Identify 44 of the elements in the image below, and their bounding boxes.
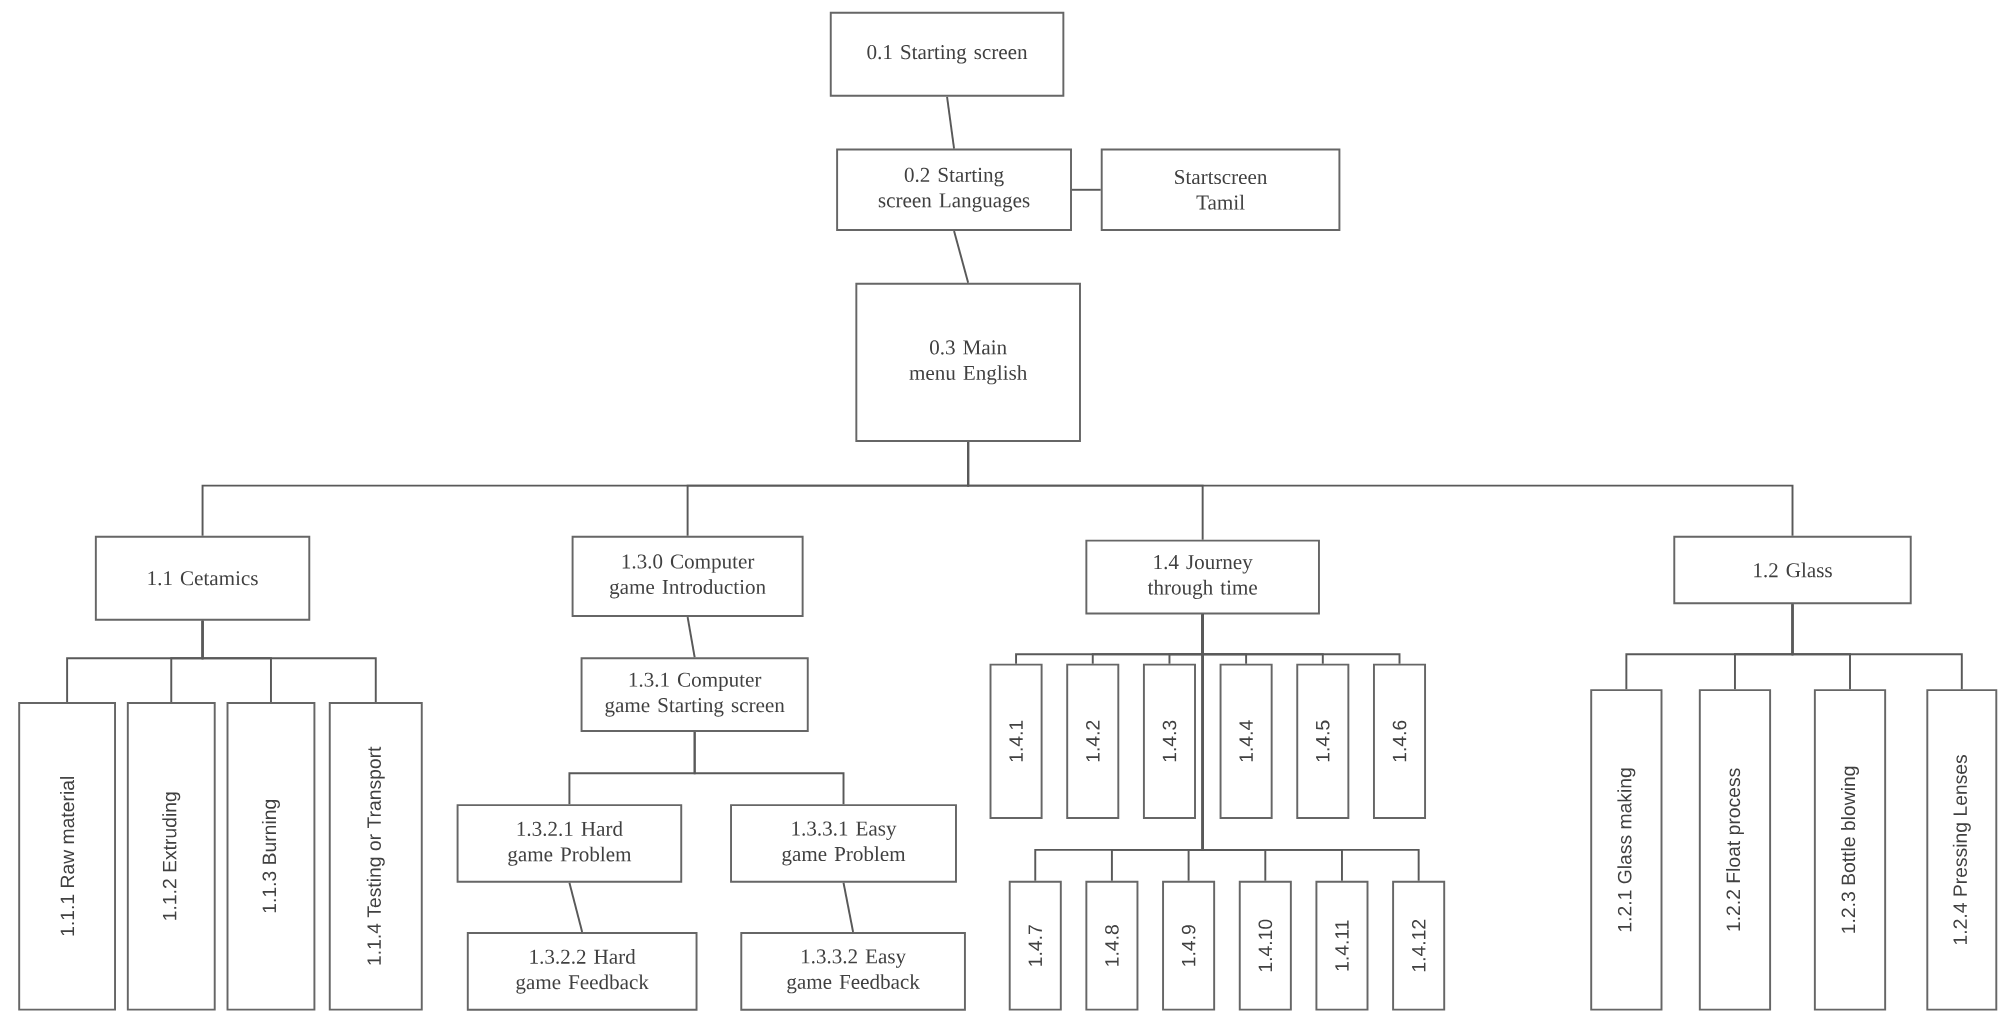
screen-box: 1.3.1 Computer game Starting screen	[580, 657, 809, 733]
screen-box: 1.3.0 Computer game Introduction	[571, 535, 804, 617]
screen-box: 0.1 Starting screen	[829, 11, 1065, 97]
screen-box: Startscreen Tamil	[1100, 148, 1341, 231]
connector-line	[967, 440, 1794, 537]
page-box: 1.4.8	[1085, 880, 1139, 1011]
connector-line	[1791, 603, 1963, 691]
page-box: 1.4.3	[1142, 663, 1196, 819]
screen-box: 1.4 Journey through time	[1085, 539, 1320, 615]
connector-line	[953, 230, 970, 284]
screen-box: 1.3.2.1 Hard game Problem	[456, 804, 683, 883]
page-box: 1.4.7	[1008, 880, 1062, 1011]
connector-line	[693, 731, 845, 806]
screen-box: 0.3 Main menu English	[855, 282, 1081, 442]
page-box: 1.2.3 Bottle blowing	[1813, 689, 1887, 1011]
page-box: 1.4.2	[1066, 663, 1120, 819]
screen-box: 0.2 Starting screen Languages	[836, 148, 1072, 231]
screen-box: 1.1 Cetamics	[94, 535, 311, 621]
page-box: 1.4.12	[1392, 880, 1446, 1011]
page-box: 1.4.11	[1315, 880, 1369, 1011]
page-box: 1.1.4 Testing or Transport	[328, 701, 423, 1011]
connector-line	[201, 619, 377, 703]
page-box: 1.1.3 Burning	[226, 701, 316, 1011]
connector-line	[1071, 188, 1102, 191]
screen-box: 1.3.3.1 Easy game Problem	[730, 804, 957, 883]
page-box: 1.4.6	[1373, 663, 1427, 819]
screen-box: 1.2 Glass	[1673, 535, 1912, 605]
page-box: 1.4.10	[1238, 880, 1292, 1011]
page-box: 1.2.4 Pressing Lenses	[1926, 689, 1998, 1011]
screen-box: 1.3.3.2 Easy game Feedback	[740, 932, 966, 1011]
page-box: 1.4.5	[1296, 663, 1350, 819]
page-box: 1.4.1	[989, 663, 1043, 819]
page-box: 1.1.2 Extruding	[126, 701, 216, 1011]
connector-line	[842, 881, 855, 933]
page-box: 1.2.2 Float process	[1698, 689, 1772, 1011]
screen-box: 1.3.2.2 Hard game Feedback	[466, 932, 698, 1011]
page-box: 1.4.9	[1162, 880, 1216, 1011]
connector-line	[1201, 613, 1420, 882]
connector-line	[686, 616, 696, 659]
page-box: 1.4.4	[1219, 663, 1273, 819]
page-box: 1.1.1 Raw material	[18, 701, 116, 1011]
page-box: 1.2.1 Glass making	[1590, 689, 1663, 1011]
connector-line	[946, 95, 956, 150]
connector-line	[568, 881, 584, 933]
